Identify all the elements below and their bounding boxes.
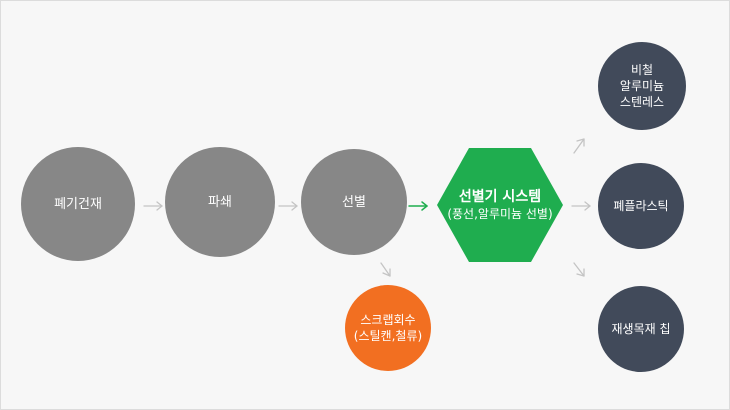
arrow-sort-to-scrap: [380, 262, 391, 277]
arrow-waste-to-crush: [143, 201, 163, 211]
system-subtitle: (풍선,알루미늄 선별): [447, 207, 553, 221]
arrow-sort-to-system: [408, 201, 428, 211]
metal-label: 비철 알루미늄 스텐레스: [619, 63, 665, 109]
system-title: 선별기 시스템: [458, 189, 542, 205]
arrow-crush-to-sort: [278, 201, 298, 211]
node-crush-label: 파쇄: [208, 194, 232, 210]
wood-label: 재생목재 칩: [611, 321, 671, 336]
node-sorter-system-shape: [437, 148, 563, 262]
arrow-system-to-metal: [573, 138, 585, 154]
node-wood-output: 재생목재 칩: [598, 286, 684, 372]
node-waste-label: 폐기건재: [54, 196, 102, 212]
node-waste-materials: 폐기건재: [21, 147, 135, 261]
node-sort-label: 선별: [342, 194, 366, 210]
node-crushing: 파쇄: [165, 147, 275, 257]
node-nonferrous-output: 비철 알루미늄 스텐레스: [598, 42, 686, 130]
node-plastic-output: 폐플라스틱: [598, 163, 684, 249]
node-scrap-recovery: 스크랩회수 (스틸캔,철류): [345, 285, 431, 371]
node-sorting: 선별: [301, 149, 407, 255]
node-sorter-system: 선별기 시스템 (풍선,알루미늄 선별): [437, 148, 563, 262]
plastic-label: 폐플라스틱: [613, 198, 669, 213]
arrow-system-to-wood: [573, 262, 585, 277]
scrap-label: 스크랩회수 (스틸캔,철류): [353, 313, 423, 343]
arrow-system-to-plastic: [571, 201, 591, 211]
